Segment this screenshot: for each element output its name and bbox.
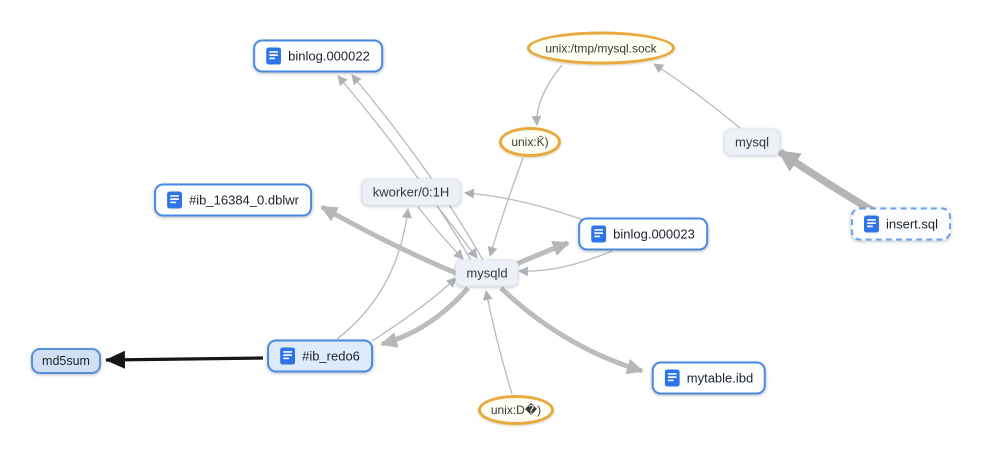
edge-mysqld-to-ib-redo6 <box>380 286 470 348</box>
node-label: mysql <box>735 134 769 150</box>
edge-binlog000023-to-kworker <box>464 188 587 222</box>
node-ib-redo6[interactable]: #ib_redo6 <box>267 339 373 373</box>
edge-unix-d-to-mysqld <box>482 290 513 395</box>
node-label: #ib_redo6 <box>302 348 360 364</box>
edge-kworker-to-mysqld <box>417 206 464 260</box>
node-label: binlog.000022 <box>288 48 370 64</box>
file-icon <box>266 47 282 65</box>
node-label: binlog.000023 <box>613 226 695 242</box>
edge-binlog000023-to-mysqld <box>518 250 613 277</box>
edge-ib-redo6-to-mysqld <box>371 277 457 342</box>
edge-mysqld-to-binlog000022 <box>351 74 485 263</box>
node-ib-dblwr[interactable]: #ib_16384_0.dblwr <box>154 183 312 217</box>
edge-ib-redo6-to-md5sum <box>105 350 264 369</box>
file-icon <box>664 369 680 387</box>
edge-mysqld-to-binlog000022 <box>337 75 473 263</box>
node-label: #ib_16384_0.dblwr <box>189 192 299 208</box>
node-label: unix:K̄) <box>511 135 549 149</box>
edge-ib-redo6-to-kworker <box>336 208 412 340</box>
node-mysqld[interactable]: mysqld <box>455 259 519 287</box>
node-unix-d[interactable]: unix:D�) <box>478 395 554 425</box>
edge-mysql-sock-to-unix-k <box>531 64 563 126</box>
node-label: md5sum <box>42 354 90 368</box>
edge-unix-k-to-mysqld <box>487 157 524 257</box>
node-label: insert.sql <box>885 216 939 232</box>
node-label: mysqld <box>466 265 508 281</box>
node-unix-k[interactable]: unix:K̄) <box>499 127 561 157</box>
file-icon <box>591 225 607 243</box>
node-label: mytable.ibd <box>686 370 754 386</box>
node-md5sum[interactable]: md5sum <box>31 348 101 374</box>
node-mytable-ibd[interactable]: mytable.ibd <box>651 361 767 395</box>
file-icon <box>280 347 296 365</box>
node-insert-sql[interactable]: insert.sql <box>850 207 952 241</box>
node-mysql[interactable]: mysql <box>724 128 780 156</box>
file-icon <box>863 215 879 233</box>
node-mysql-sock[interactable]: unix:/tmp/mysql.sock <box>527 31 675 65</box>
edge-kworker-to-mysqld <box>437 206 478 259</box>
edge-mysqld-to-mytable-ibd <box>499 286 644 375</box>
node-binlog000022[interactable]: binlog.000022 <box>253 39 383 73</box>
node-binlog000023[interactable]: binlog.000023 <box>578 217 708 251</box>
edge-mysql-to-mysql-sock <box>653 63 741 129</box>
node-label: unix:D�) <box>490 403 542 417</box>
node-kworker[interactable]: kworker/0:1H <box>361 178 461 206</box>
node-label: unix:/tmp/mysql.sock <box>545 41 657 55</box>
node-label: kworker/0:1H <box>372 184 450 200</box>
edge-insert-sql-to-mysql <box>777 148 875 215</box>
edge-mysqld-to-binlog000023 <box>513 240 570 268</box>
edge-mysqld-to-ib-dblwr <box>320 204 464 279</box>
file-icon <box>167 191 183 209</box>
